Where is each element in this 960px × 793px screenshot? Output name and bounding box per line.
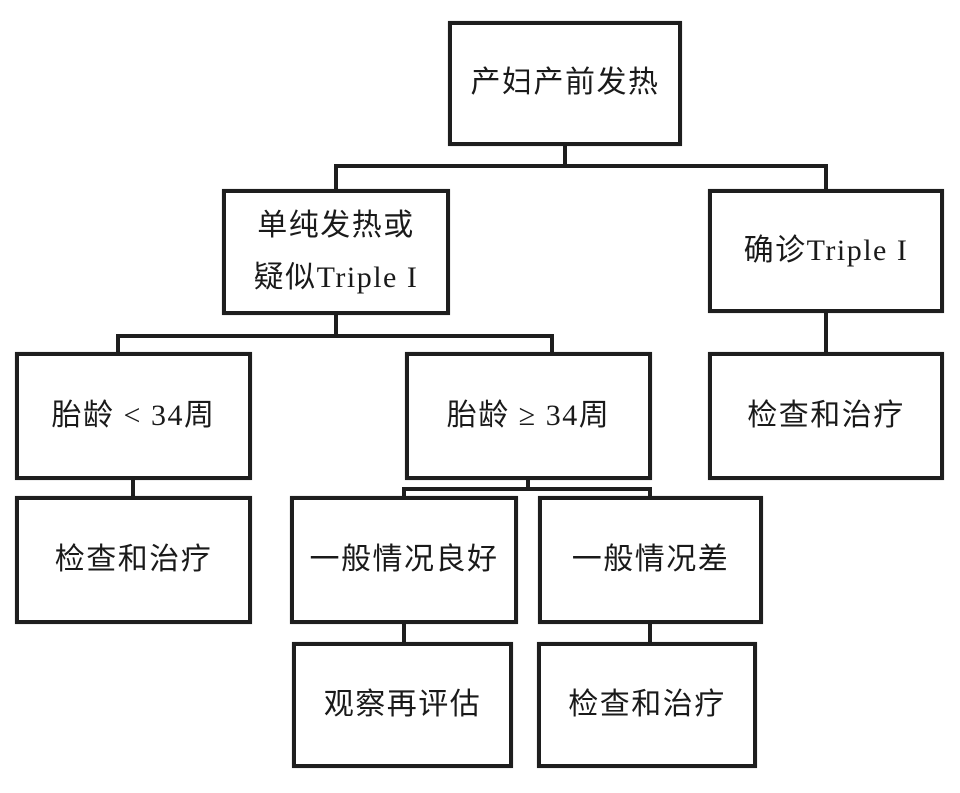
flow-node-examine-and-treat-under-34: 检查和治疗 xyxy=(15,496,252,624)
flow-node-label: 检查和治疗 xyxy=(568,687,726,721)
flow-node-label: 产妇产前发热 xyxy=(470,66,660,100)
flow-node-examine-and-treat-confirmed: 检查和治疗 xyxy=(708,352,944,480)
flow-node-general-condition-good: 一般情况良好 xyxy=(290,496,518,624)
flow-node-gestational-age-34-weeks-or-more: 胎龄 ≥ 34周 xyxy=(405,352,652,480)
flow-node-label-line1: 单纯发热或 xyxy=(257,209,415,242)
flow-node-label: 确诊Triple I xyxy=(743,233,909,267)
flow-node-simple-fever-or-suspected-triple-i: 单纯发热或 疑似Triple I xyxy=(222,189,450,315)
flow-node-label: 胎龄 ≥ 34周 xyxy=(446,398,611,432)
edge-root-children xyxy=(334,146,828,191)
flow-node-observe-and-reevaluate: 观察再评估 xyxy=(292,642,513,768)
flow-node-label: 检查和治疗 xyxy=(54,542,213,576)
flow-node-label: 一般情况良好 xyxy=(309,542,499,576)
flow-node-gestational-age-under-34-weeks: 胎龄 < 34周 xyxy=(15,352,252,480)
edge-ge34-children xyxy=(402,478,652,498)
flow-node-label: 检查和治疗 xyxy=(747,398,905,432)
edge-suspected-children xyxy=(116,313,554,354)
flow-node-antepartum-fever: 产妇产前发热 xyxy=(448,21,682,146)
flow-node-label: 胎龄 < 34周 xyxy=(51,398,216,432)
flow-node-label-line2: 疑似Triple I xyxy=(253,260,419,294)
flow-node-label: 一般情况差 xyxy=(571,542,730,576)
flow-node-general-condition-poor: 一般情况差 xyxy=(538,496,763,624)
flow-node-examine-and-treat-poor: 检查和治疗 xyxy=(537,642,757,768)
flow-node-confirmed-triple-i: 确诊Triple I xyxy=(708,189,944,313)
flow-node-label: 观察再评估 xyxy=(323,687,482,721)
